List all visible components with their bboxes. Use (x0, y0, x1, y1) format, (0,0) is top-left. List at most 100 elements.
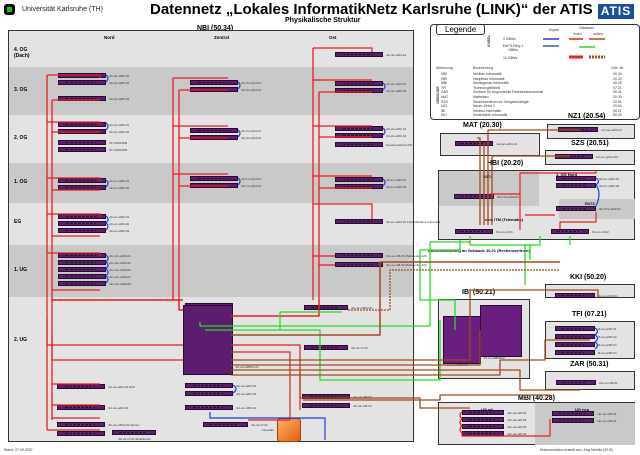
eaps-hbi (524, 236, 571, 285)
network-switch (58, 260, 106, 265)
switch-label: nbi-1o-s200-02 (386, 185, 407, 189)
kki-title: KKI (50.20) (570, 274, 607, 281)
network-switch (112, 430, 156, 435)
legend-building-abk: TFI (441, 85, 447, 90)
switch-label: nbi-u2-s224-04 ESC (108, 385, 136, 389)
network-switch (551, 229, 589, 234)
network-switch (58, 80, 106, 85)
network-switch (462, 417, 504, 422)
network-switch (335, 142, 383, 147)
switch-label: nbi-eo-s224-01 Fachbibliothek Informatik (386, 220, 441, 224)
switch-label: zar-2n-x48-01 (599, 381, 618, 385)
switch-label: ibi-uo-s3808-01 (447, 363, 468, 367)
network-switch (58, 140, 106, 145)
room-r174: R174 (439, 171, 539, 206)
legend-building-abk: ZAR (441, 90, 448, 95)
network-switch (190, 176, 238, 181)
switch-label: nbi-u1n-s200-04 (109, 275, 131, 279)
network-switch (190, 87, 238, 92)
network-switch (57, 431, 105, 436)
switch-label: nbi-u2-s200-01 (236, 384, 257, 388)
network-switch (556, 183, 596, 188)
legend-building-abk: HBI (441, 76, 447, 81)
switch-label: nbi-u2-s224-03 (108, 406, 129, 410)
switch-label: nbi-2o-s200-01 (386, 127, 407, 131)
network-switch (58, 228, 106, 233)
network-switch (556, 176, 596, 181)
switch-label: nbi-uo-x48-01 Multimedia -106 (386, 254, 427, 258)
network-switch (58, 253, 106, 258)
network-switch (555, 293, 595, 298)
network-switch (302, 394, 350, 399)
switch-label: nbi-u2-s200-02 (236, 392, 257, 396)
switch-label: mbi-un-x48-01 (597, 419, 617, 423)
switch-label: nbi-u1n-s200-02 (109, 261, 131, 265)
switch-label: nbi-u2-x7-01 (251, 423, 268, 427)
switch-label: nbi-3n-s200-03 (109, 97, 130, 101)
switch-label: hbi-1n-x3-01 (496, 230, 513, 234)
switch-label: nbi-3o-s200-01 (386, 82, 407, 86)
network-switch (462, 431, 504, 436)
switch-label: Kundenswitch ILKD (386, 143, 413, 147)
legend-building-bez: Infobau Informatik (473, 108, 502, 113)
switch-label: tfi-2o-s200-02 (598, 335, 617, 339)
switch-label: nbi-2n-s200-02 (109, 130, 130, 134)
network-switch (335, 253, 383, 258)
switch-label: nbi-3z-s224-01 (241, 81, 262, 85)
network-switch (57, 384, 105, 389)
column-nord: Nord (104, 35, 115, 40)
atis-logo: ATIS (598, 4, 634, 19)
network-switch (335, 262, 383, 267)
switch-label: nbi-en-s200-02 (109, 222, 130, 226)
switch-label: nbi-2o-s200-02 (386, 134, 407, 138)
nbi-title: NBI (50.34) (197, 25, 234, 32)
network-switch (555, 342, 595, 347)
switch-label: kki-2o-s200-01 (598, 294, 618, 298)
legend-building-nr: 50.34 (613, 72, 622, 76)
network-switch (558, 127, 598, 132)
legend-building-abk: KKI (441, 113, 447, 118)
switch-label: nz1-ao-s200-01 (601, 128, 623, 132)
legend-box: Kupfer Glasfaser innen außen KABEL 1 GBi… (430, 24, 640, 120)
mbi-title: MBI (40.28) (518, 395, 555, 402)
switch-label: nbi-1z-s224-02 (241, 184, 262, 188)
network-switch (462, 424, 504, 429)
switch-label: nbi-u1n-s200-03 (109, 268, 131, 272)
network-switch (58, 221, 106, 226)
network-switch (555, 350, 595, 355)
switch-label: hbi-1n-s200-01 (599, 177, 620, 181)
network-switch (58, 214, 106, 219)
switch-label: nbi-u2-x7-01 Multidevice (118, 437, 151, 441)
switch-label: AT-GS924GB (109, 148, 128, 152)
page-title: Datennetz „Lokales InformatikNetz Karlsr… (150, 1, 593, 18)
switch-label: nbi-2z-s224-02 (241, 136, 262, 140)
switch-label: mbi-ua-x48-02 (507, 418, 527, 422)
switch-label: tfi-2o-s200-03 (598, 343, 617, 347)
switch-label: nbi-3n-s200-02 (109, 81, 130, 85)
switch-label: nbi-1n-s200-02 (109, 186, 130, 190)
ibi-chassis-2 (480, 305, 522, 357)
network-switch (58, 185, 106, 190)
network-switch (335, 184, 383, 189)
legend-building-nr: 50.31 (613, 90, 622, 95)
network-switch (302, 403, 350, 408)
column-zentral: Zentral (214, 35, 230, 40)
switch-label: nbi-3o-s200-02 (386, 89, 407, 93)
network-switch (203, 422, 248, 427)
legend-building-bez: Mathebau (473, 95, 489, 99)
switch-label: mbi-un-x48-02 (597, 412, 617, 416)
legend-building-bez: Technologiefabrik (473, 85, 501, 90)
firewall-label: Firewalls (262, 428, 274, 432)
footer-credit: Dokumentation erstellt von: Jörg Mehlitz… (540, 448, 614, 452)
switch-label: nbi-u2-x3804-01 (351, 306, 373, 310)
switch-label: nbi-u2-bd8810-01 (235, 365, 259, 369)
network-switch (58, 73, 106, 78)
legend-building-nr: 50.20 (613, 113, 622, 118)
switch-label: hbi-1n-x3-02 (592, 230, 609, 234)
legend-building-abk: SZS (441, 99, 448, 104)
network-switch (555, 334, 595, 339)
network-switch (455, 141, 493, 146)
mat-title: MAT (20.30) (463, 122, 502, 129)
switch-label: AT-GS924GB (109, 141, 128, 145)
network-switch (58, 122, 106, 127)
